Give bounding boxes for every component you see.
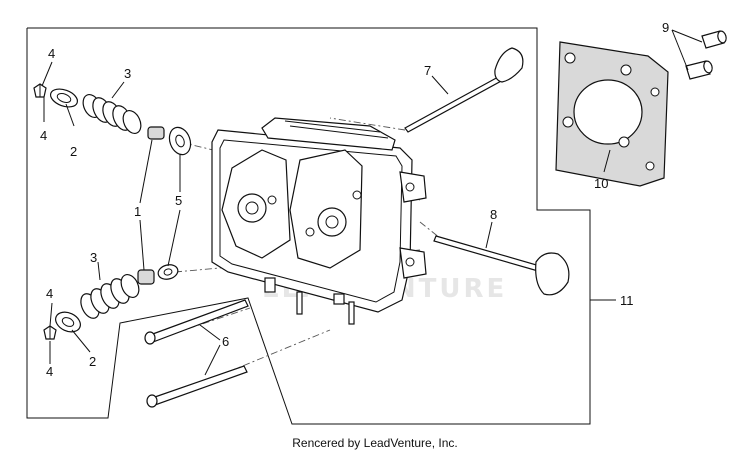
head-gasket bbox=[555, 41, 669, 187]
label-4-upper-bottom: 4 bbox=[40, 128, 47, 143]
label-10: 10 bbox=[594, 176, 608, 191]
valve-stem-seal-lower bbox=[137, 269, 155, 285]
label-3-upper: 3 bbox=[124, 66, 131, 81]
label-4-lower-top: 4 bbox=[46, 286, 53, 301]
spring-retainer-upper bbox=[49, 88, 79, 108]
label-4-lower-bottom: 4 bbox=[46, 364, 53, 379]
dowel-pin-lower bbox=[685, 60, 713, 80]
intake-valve bbox=[404, 47, 524, 133]
exhaust-valve bbox=[433, 235, 570, 296]
label-5: 5 bbox=[175, 193, 182, 208]
label-3-lower: 3 bbox=[90, 250, 97, 265]
spring-washer-upper bbox=[168, 126, 192, 156]
head-bolt-lower bbox=[146, 365, 248, 408]
head-bolt-upper bbox=[144, 299, 249, 345]
label-2-upper: 2 bbox=[70, 144, 77, 159]
label-6: 6 bbox=[222, 334, 229, 349]
leader-lines bbox=[41, 29, 703, 376]
spring-retainer-lower bbox=[55, 311, 81, 333]
valve-spring-lower bbox=[80, 274, 140, 319]
dowel-pin-upper bbox=[701, 30, 727, 49]
label-8: 8 bbox=[490, 207, 497, 222]
label-4-upper-top: 4 bbox=[48, 46, 55, 61]
label-9: 9 bbox=[662, 20, 669, 35]
valve-collet-lower bbox=[43, 325, 57, 340]
render-credit: Rencered by LeadVenture, Inc. bbox=[292, 436, 458, 450]
assembly-boundary bbox=[26, 27, 591, 425]
label-11: 11 bbox=[620, 293, 634, 308]
cylinder-head bbox=[211, 117, 427, 325]
valve-stem-seal-upper bbox=[147, 126, 165, 140]
label-2-lower: 2 bbox=[89, 354, 96, 369]
label-1: 1 bbox=[134, 204, 141, 219]
spring-washer-lower bbox=[157, 264, 179, 280]
valve-collet-upper bbox=[33, 83, 47, 98]
label-7: 7 bbox=[424, 63, 431, 78]
valve-spring-upper bbox=[82, 94, 142, 134]
